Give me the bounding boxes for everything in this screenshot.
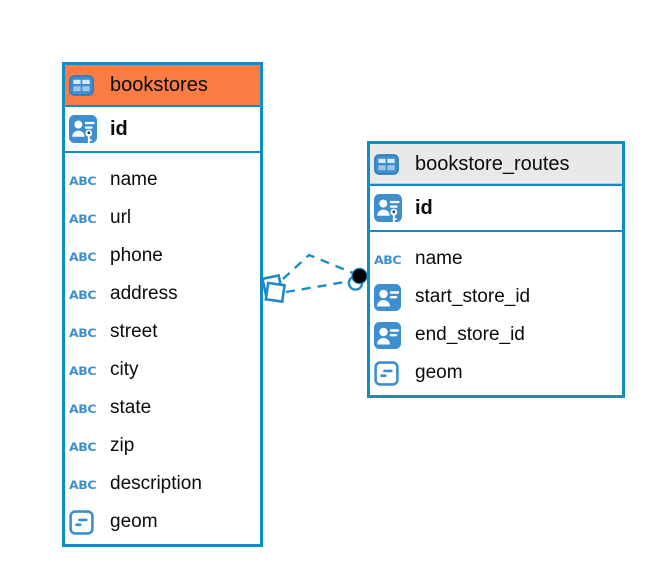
- text-type-icon: ABC: [69, 400, 97, 416]
- column-row-city[interactable]: ABC city: [65, 351, 260, 389]
- primary-key-icon: [373, 193, 415, 223]
- primary-key-icon: [68, 114, 110, 144]
- foreign-key-icon: [373, 321, 415, 349]
- column-row-phone[interactable]: ABC phone: [65, 237, 260, 275]
- table-icon: [373, 153, 415, 175]
- column-row-end-store-id[interactable]: end_store_id: [370, 316, 622, 354]
- table-title: bookstore_routes: [415, 152, 570, 175]
- text-type-icon: ABC: [69, 248, 97, 264]
- column-row-address[interactable]: ABC address: [65, 275, 260, 313]
- table-header-bookstore-routes[interactable]: bookstore_routes: [370, 144, 622, 186]
- column-row-name[interactable]: ABC name: [65, 161, 260, 199]
- column-row-url[interactable]: ABC url: [65, 199, 260, 237]
- geometry-type-icon: [373, 360, 415, 386]
- column-row-name[interactable]: ABC name: [370, 240, 622, 278]
- geometry-type-icon: [68, 509, 110, 535]
- pk-row-routes-id[interactable]: id: [370, 186, 622, 232]
- relationship-line-1[interactable]: [282, 253, 354, 280]
- text-type-icon: ABC: [69, 324, 97, 340]
- entity-table-bookstores[interactable]: bookstores id ABC na: [62, 62, 263, 547]
- text-type-icon: ABC: [69, 210, 97, 226]
- relationship-line-2[interactable]: [285, 279, 352, 294]
- column-list-routes: ABC name start_store_id: [370, 232, 622, 395]
- column-row-street[interactable]: ABC street: [65, 313, 260, 351]
- relationship-dot-marker: [347, 267, 368, 291]
- text-type-icon: ABC: [69, 286, 97, 302]
- text-type-icon: ABC: [69, 438, 97, 454]
- column-row-description[interactable]: ABC description: [65, 465, 260, 503]
- column-row-zip[interactable]: ABC zip: [65, 427, 260, 465]
- foreign-key-icon: [373, 283, 415, 311]
- table-icon: [68, 74, 110, 96]
- column-row-geom[interactable]: geom: [65, 503, 260, 541]
- column-list-bookstores: ABC name ABC url ABC phone ABC address A…: [65, 153, 260, 544]
- table-header-bookstores[interactable]: bookstores: [65, 65, 260, 107]
- relationship-square-marker: [260, 273, 286, 304]
- table-title: bookstores: [110, 73, 208, 96]
- text-type-icon: ABC: [69, 362, 97, 378]
- pk-label: id: [110, 117, 128, 140]
- pk-label: id: [415, 196, 433, 219]
- pk-row-bookstores-id[interactable]: id: [65, 107, 260, 153]
- entity-table-bookstore-routes[interactable]: bookstore_routes id ABC: [367, 141, 625, 398]
- text-type-icon: ABC: [374, 251, 402, 267]
- text-type-icon: ABC: [69, 172, 97, 188]
- text-type-icon: ABC: [69, 476, 97, 492]
- column-row-state[interactable]: ABC state: [65, 389, 260, 427]
- column-row-start-store-id[interactable]: start_store_id: [370, 278, 622, 316]
- column-row-geom[interactable]: geom: [370, 354, 622, 392]
